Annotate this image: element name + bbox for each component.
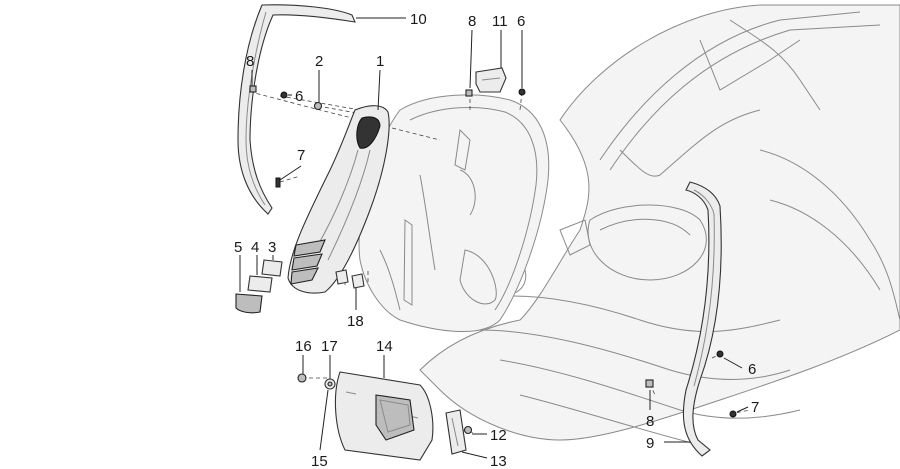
scooter-body xyxy=(419,4,900,446)
callout-4: 4 xyxy=(251,239,259,256)
washer-17-inner xyxy=(327,381,333,387)
nut-2 xyxy=(313,101,323,111)
callout-14: 14 xyxy=(376,338,393,355)
callout-6-top-right: 6 xyxy=(517,13,525,30)
callout-10: 10 xyxy=(410,11,427,28)
part-10-trim-strip xyxy=(237,4,356,215)
callout-3: 3 xyxy=(268,239,276,256)
callout-1: 1 xyxy=(376,53,384,70)
parts-3-4-5-vent-inserts xyxy=(235,259,283,314)
fasteners xyxy=(249,85,737,435)
screw-6-right xyxy=(716,350,724,358)
callout-7-left: 7 xyxy=(297,147,305,164)
part-13-bracket-plate xyxy=(445,409,467,455)
callout-18: 18 xyxy=(347,313,364,330)
clip-8-top-left xyxy=(249,85,257,93)
screw-7-left xyxy=(275,177,281,188)
nut-12 xyxy=(463,425,473,435)
callout-8-top-left: 8 xyxy=(246,53,254,70)
leader-lines xyxy=(239,17,749,459)
clip-18-b xyxy=(351,273,365,289)
callout-13: 13 xyxy=(490,453,507,469)
callout-8-top-center: 8 xyxy=(468,13,476,30)
part-14-plate-holder xyxy=(334,371,434,461)
callout-5: 5 xyxy=(234,239,242,256)
screw-6-top-left xyxy=(280,91,288,99)
callouts: 10 8 6 2 1 7 5 4 3 18 16 17 14 15 12 13 … xyxy=(234,11,759,469)
callout-15: 15 xyxy=(311,453,328,469)
screw-6-top-right xyxy=(518,88,526,96)
callout-17: 17 xyxy=(321,338,338,355)
part-9-side-trim xyxy=(682,181,722,457)
callout-12: 12 xyxy=(490,427,507,444)
callout-6-top-left: 6 xyxy=(295,88,303,105)
callout-6-right: 6 xyxy=(748,361,756,378)
part-11-bracket xyxy=(475,67,507,93)
callout-8-right: 8 xyxy=(646,413,654,430)
callout-16: 16 xyxy=(295,338,312,355)
callout-11: 11 xyxy=(492,13,508,30)
clip-8-top-center xyxy=(465,89,473,97)
callout-7-right: 7 xyxy=(751,399,759,416)
clip-8-right xyxy=(645,379,654,388)
front-shield xyxy=(358,94,550,332)
clip-18-a xyxy=(335,269,349,285)
part-1-horn-cover xyxy=(287,105,390,294)
callout-9: 9 xyxy=(646,435,654,452)
screw-16 xyxy=(297,373,307,383)
callout-2: 2 xyxy=(315,53,323,70)
screw-7-right xyxy=(729,410,737,418)
